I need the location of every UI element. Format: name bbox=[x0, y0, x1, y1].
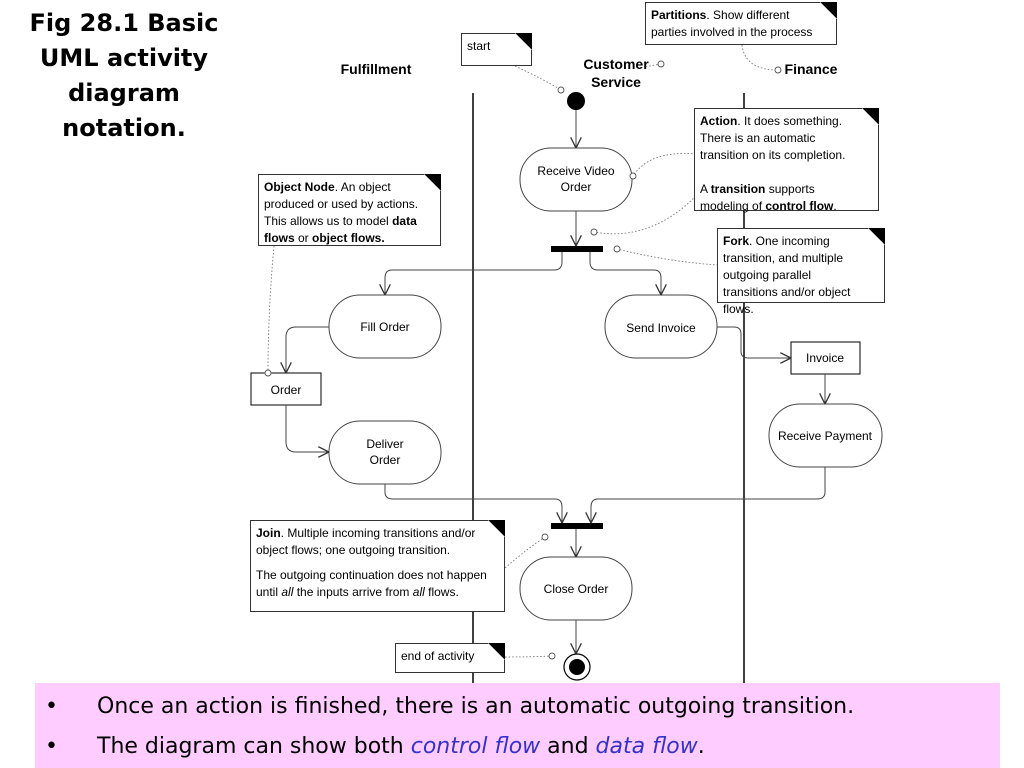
note-partitions: Partitions. Show different parties invol… bbox=[645, 2, 837, 45]
note-start-text: start bbox=[467, 39, 491, 53]
bullet-item-2-control-flow: control flow bbox=[410, 734, 541, 759]
note-join-p2-prefix: The outgoing continuation does not happe… bbox=[256, 568, 487, 599]
final-node bbox=[569, 659, 585, 675]
bullet-item-2-data-flow: data flow bbox=[595, 734, 698, 759]
anchor-dot-join bbox=[541, 533, 549, 541]
slide-title: Fig 28.1 Basic UML activity diagram nota… bbox=[29, 9, 219, 142]
flow-send-invoice-to-invoice bbox=[717, 326, 791, 358]
note-corner-fold bbox=[488, 643, 505, 660]
anchor-dot-fork bbox=[613, 245, 621, 253]
note-partitions-term: Partitions bbox=[651, 8, 707, 22]
bullet-item-2-prefix: The diagram can show both bbox=[97, 734, 411, 759]
action-receive-video-order-label: Receive Video bbox=[537, 164, 614, 178]
note-anchor-fork bbox=[616, 248, 719, 266]
initial-node bbox=[567, 92, 585, 110]
anchor-dot-action-2 bbox=[590, 228, 598, 236]
note-join: Join. Multiple incoming transitions and/… bbox=[250, 520, 505, 612]
note-end-of-activity: end of activity bbox=[395, 643, 505, 673]
anchor-dot-action-1 bbox=[629, 172, 637, 180]
bullet-item-2-text: The diagram can show both control flow a… bbox=[97, 727, 705, 767]
action-close-order-label: Close Order bbox=[544, 582, 609, 596]
note-join-p2-end: flows. bbox=[424, 585, 459, 599]
partition-label-fulfillment: Fulfillment bbox=[341, 61, 412, 77]
bullet-item-1-text: Once an action is finished, there is an … bbox=[97, 694, 855, 719]
note-anchor-partitions-finance bbox=[741, 44, 779, 71]
note-join-p2-em: all bbox=[281, 585, 294, 599]
note-end-of-activity-text: end of activity bbox=[401, 649, 475, 663]
note-action-term: Action bbox=[700, 114, 738, 128]
note-corner-fold bbox=[820, 2, 837, 19]
note-join-term: Join bbox=[256, 526, 281, 540]
note-action: Action. It does something. There is an a… bbox=[694, 108, 879, 213]
action-fill-order-label: Fill Order bbox=[360, 320, 409, 334]
note-object-node: Object Node. An object produced or used … bbox=[258, 174, 441, 246]
flow-fill-order-to-order bbox=[286, 326, 329, 373]
flow-payment-to-join bbox=[591, 467, 826, 523]
anchor-dot-object-node bbox=[264, 369, 272, 377]
note-join-text: . Multiple incoming transitions and/or o… bbox=[256, 526, 476, 557]
bullet-item-2: • The diagram can show both control flow… bbox=[35, 727, 1000, 767]
note-corner-fold bbox=[868, 228, 885, 245]
join-bar bbox=[551, 523, 603, 529]
note-action-p2-term2: control flow bbox=[765, 199, 834, 213]
object-node-order-label: Order bbox=[271, 383, 302, 397]
note-anchor-end bbox=[504, 655, 553, 658]
note-object-node-term2: data flows bbox=[264, 214, 417, 245]
anchor-dot-end bbox=[548, 652, 556, 660]
note-corner-fold bbox=[488, 520, 505, 537]
note-action-p2-term: transition bbox=[710, 182, 766, 196]
flow-fork-to-send-invoice bbox=[589, 252, 661, 295]
note-action-text: . It does something. There is an automat… bbox=[700, 114, 846, 162]
note-action-p2-mid: supports modeling of bbox=[700, 182, 815, 213]
anchor-dot-partitions-finance bbox=[774, 66, 782, 74]
flow-fork-to-fill-order bbox=[385, 252, 563, 295]
note-object-node-term3: object flows. bbox=[312, 231, 385, 245]
note-anchor-partitions-cs bbox=[643, 63, 662, 68]
note-action-p2-end: . bbox=[833, 199, 837, 213]
note-corner-fold bbox=[515, 33, 532, 50]
fork-bar bbox=[551, 246, 603, 252]
action-receive-payment-label: Receive Payment bbox=[778, 429, 873, 443]
bullet-symbol: • bbox=[45, 694, 58, 719]
bullet-item-2-end: . bbox=[697, 734, 705, 759]
note-anchor-object-node bbox=[267, 245, 275, 374]
note-anchor-start bbox=[514, 65, 562, 91]
note-object-node-text: . An object produced or used by actions.… bbox=[264, 180, 419, 228]
note-action-p2-prefix: A bbox=[700, 182, 711, 196]
partition-label-customer-service: Customer bbox=[583, 56, 649, 72]
note-fork-text: . One incoming transition, and multiple … bbox=[723, 234, 851, 316]
bullet-list: • Once an action is finished, there is a… bbox=[35, 683, 1000, 768]
object-node-order bbox=[250, 372, 322, 406]
note-object-node-term: Object Node bbox=[264, 180, 335, 194]
action-receive-video-order-label-2: Order bbox=[561, 180, 592, 194]
anchor-dot-start bbox=[557, 86, 565, 94]
note-join-p2-em2: all bbox=[412, 585, 425, 599]
note-anchor-join bbox=[504, 536, 546, 569]
action-send-invoice-label: Send Invoice bbox=[626, 321, 696, 335]
partition-label-customer-service-2: Service bbox=[591, 74, 641, 90]
note-start: start bbox=[461, 33, 532, 66]
note-anchor-action-1 bbox=[632, 153, 697, 177]
anchor-dot-partitions-cs bbox=[657, 60, 665, 68]
note-fork-term: Fork bbox=[723, 234, 750, 248]
action-deliver-order-label-2: Order bbox=[370, 453, 401, 467]
note-corner-fold bbox=[862, 108, 879, 125]
bullet-symbol: • bbox=[45, 734, 58, 759]
note-object-node-mid: or bbox=[294, 231, 313, 245]
note-fork: Fork. One incoming transition, and multi… bbox=[717, 228, 885, 316]
note-join-p2-mid: the inputs arrive from bbox=[293, 585, 413, 599]
flow-deliver-to-join bbox=[384, 484, 562, 523]
note-corner-fold bbox=[424, 174, 441, 191]
flow-order-to-deliver bbox=[285, 405, 329, 452]
action-deliver-order-label: Deliver bbox=[366, 437, 403, 451]
partition-label-finance: Finance bbox=[785, 61, 838, 77]
note-partitions-text: . Show different parties involved in the… bbox=[651, 8, 813, 39]
bullet-item-1: • Once an action is finished, there is a… bbox=[35, 687, 1000, 727]
object-node-invoice-label: Invoice bbox=[806, 351, 844, 365]
bullet-item-2-mid: and bbox=[540, 734, 596, 759]
